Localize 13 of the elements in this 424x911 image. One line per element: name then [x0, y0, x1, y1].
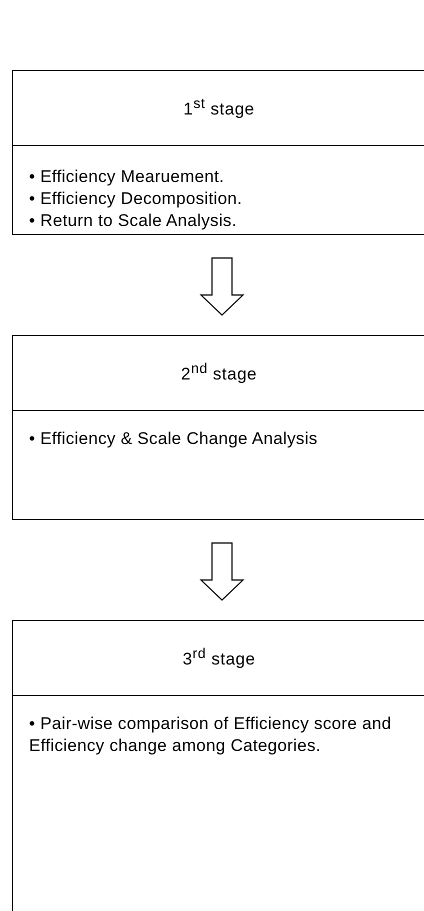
stage-heading: 2$^{nd}$ stage: [180, 361, 258, 385]
stage-box: [12, 70, 424, 235]
bullet-text: • Efficiency & Scale Change Analysis: [29, 428, 319, 450]
block-arrow: [200, 257, 244, 316]
stage-box: [12, 620, 424, 911]
bullet-text: • Efficiency Mearuement.: [29, 166, 226, 188]
bullet-text: • Pair-wise comparison of Efficiency score and Efficiency change among Categories.: [29, 713, 392, 757]
stage-heading: 1$^{st}$ stage: [182, 96, 256, 120]
bullet-text: • Efficiency Decomposition.: [29, 188, 244, 210]
block-arrow: [200, 542, 244, 601]
bullet-text: • Return to Scale Analysis.: [29, 210, 238, 232]
stage-box: [12, 335, 424, 520]
stage-heading: 3$^{rd}$ stage: [182, 646, 256, 670]
